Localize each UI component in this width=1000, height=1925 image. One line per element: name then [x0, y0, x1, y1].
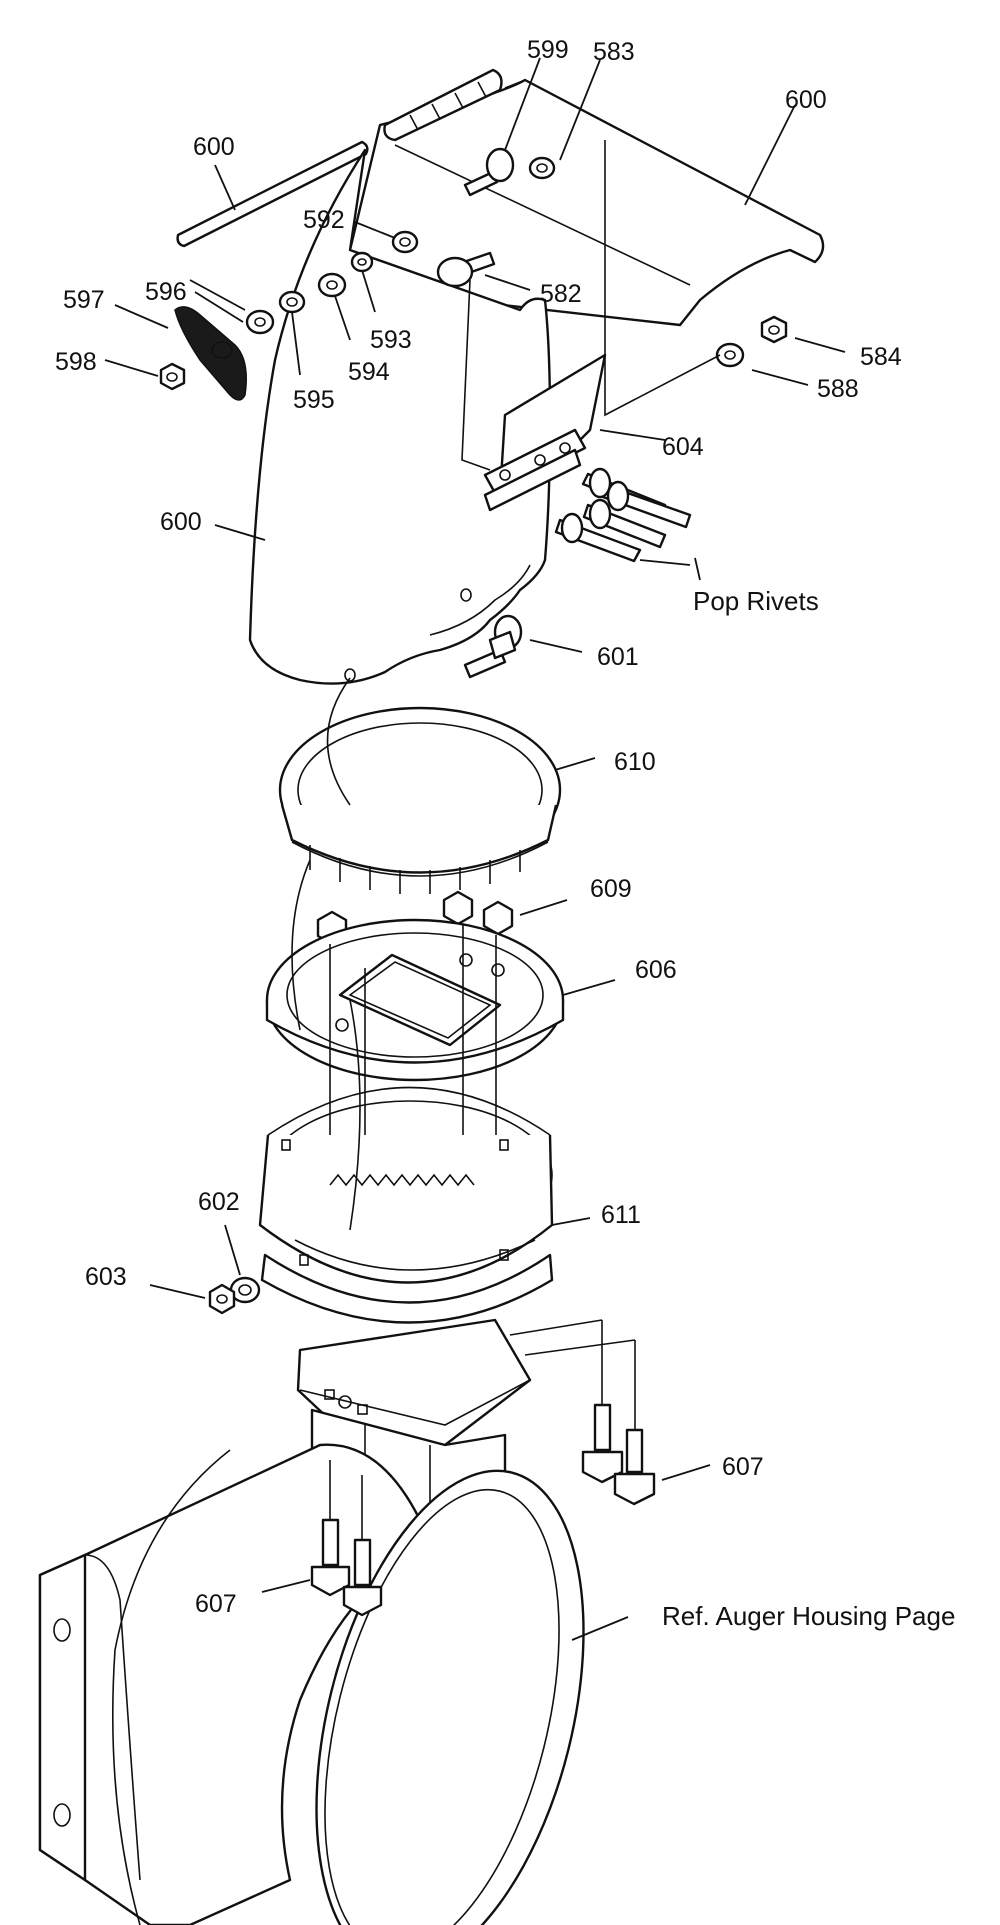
label-588: 588 — [817, 375, 859, 403]
nut-598 — [159, 362, 186, 391]
label-595: 595 — [293, 386, 335, 414]
washer-596 — [245, 309, 275, 335]
label-596: 596 — [145, 278, 187, 306]
bolt-582 — [436, 251, 496, 288]
label-582: 582 — [540, 280, 582, 308]
bolt-601 — [463, 614, 523, 679]
washer-595 — [278, 290, 306, 314]
leader-lines — [104, 57, 846, 1641]
label-606: 606 — [635, 956, 677, 984]
bracket-plate-part — [483, 353, 607, 512]
label-607-left: 607 — [195, 1590, 237, 1618]
hinge-part — [383, 68, 503, 142]
pop-rivets-part — [554, 467, 692, 563]
label-600-rod: 600 — [193, 133, 235, 161]
label-609: 609 — [590, 875, 632, 903]
label-604: 604 — [662, 433, 704, 461]
bolts-607 — [310, 1319, 656, 1617]
washer-594 — [317, 272, 347, 298]
callout-labels: 599 583 600 600 592 596 597 582 598 593 … — [55, 36, 955, 1631]
washer-583 — [528, 156, 556, 180]
label-602: 602 — [198, 1188, 240, 1216]
nut-584 — [760, 315, 788, 344]
label-603: 603 — [85, 1263, 127, 1291]
auger-housing — [38, 1443, 585, 1925]
label-598: 598 — [55, 348, 97, 376]
washer-593 — [350, 251, 374, 273]
note-ref-auger-housing: Ref. Auger Housing Page — [662, 1601, 955, 1631]
wing-knob-597 — [174, 306, 247, 401]
label-594: 594 — [348, 358, 390, 386]
label-607-right: 607 — [722, 1453, 764, 1481]
chute-plate-606 — [265, 918, 565, 1082]
label-592: 592 — [303, 206, 345, 234]
chute-ring-610 — [278, 706, 562, 894]
note-pop-rivets: Pop Rivets — [693, 586, 819, 616]
label-597: 597 — [63, 286, 105, 314]
label-593: 593 — [370, 326, 412, 354]
assembly-guides — [291, 140, 721, 1231]
gear-ring-611 — [258, 1086, 554, 1324]
washer-588 — [715, 342, 745, 368]
label-600-deflector: 600 — [785, 86, 827, 114]
label-601: 601 — [597, 643, 639, 671]
label-610: 610 — [614, 748, 656, 776]
label-611: 611 — [601, 1201, 641, 1229]
label-584: 584 — [860, 343, 902, 371]
label-583: 583 — [593, 38, 635, 66]
label-600-chute: 600 — [160, 508, 202, 536]
hinge-rod — [176, 140, 369, 248]
washer-592 — [391, 230, 419, 254]
bolt-599 — [463, 147, 515, 197]
nut-603 — [208, 1283, 236, 1315]
label-599: 599 — [527, 36, 569, 64]
